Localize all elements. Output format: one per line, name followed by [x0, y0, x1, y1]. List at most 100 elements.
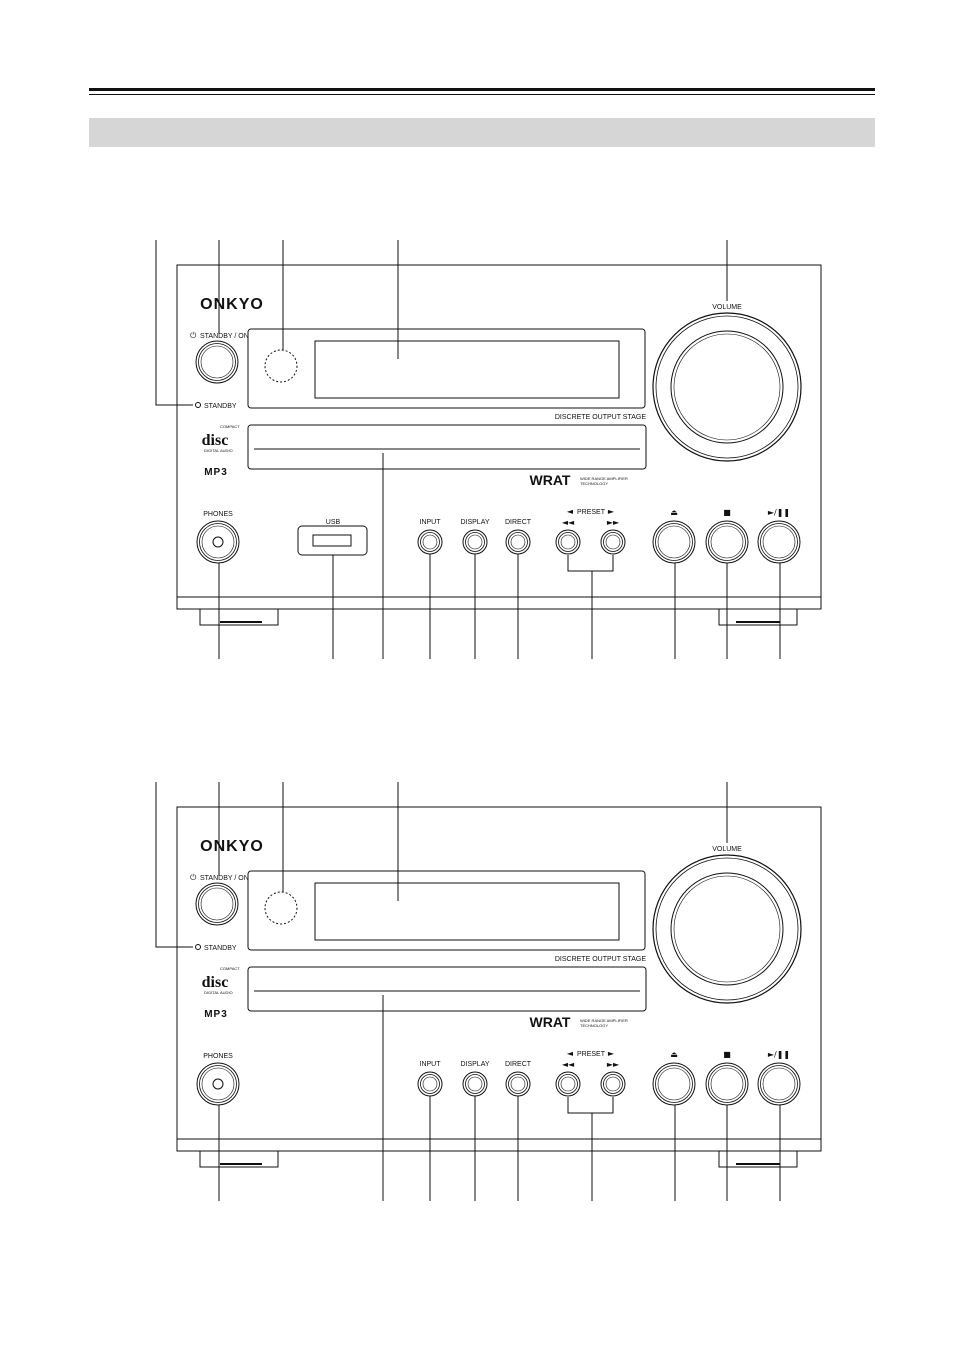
compact-label: COMPACT [220, 424, 240, 429]
header-rule [89, 88, 875, 91]
wrat-line2: TECHNOLOGY [580, 481, 608, 486]
eject-icon: ⏏ [670, 1050, 678, 1059]
remote-sensor [264, 891, 298, 925]
volume-label: VOLUME [712, 846, 742, 853]
input-label: INPUT [420, 519, 442, 526]
phones-label: PHONES [203, 1053, 233, 1060]
next-track-icon: ►► [607, 518, 620, 527]
wrat-logo: WRAT [530, 1014, 571, 1030]
phones-label: PHONES [203, 511, 233, 518]
digital-audio-label: DIGITAL AUDIO [204, 990, 233, 995]
display-window [247, 328, 646, 409]
remote-sensor [264, 349, 298, 383]
volume-knob[interactable] [652, 854, 802, 1004]
compact-disc-logo: disc [202, 974, 229, 991]
standby-indicator [195, 402, 201, 408]
preset-bracket [567, 555, 614, 572]
play-pause-icon: ►/❚❚ [768, 508, 790, 517]
standby-label: STANDBY [204, 403, 237, 410]
mp3-logo: MP3 [204, 1009, 228, 1020]
preset-right-arrow: ► [608, 507, 615, 516]
power-icon: ⏻ [190, 331, 197, 340]
next-track-icon: ►► [607, 1060, 620, 1069]
input-button[interactable] [417, 529, 443, 555]
usb-port[interactable] [312, 534, 352, 547]
display-screen [314, 340, 620, 399]
preset-left-arrow: ◄ [567, 507, 574, 516]
disc-tray[interactable] [247, 424, 647, 470]
preset-down-button[interactable] [555, 1071, 581, 1097]
preset-up-button[interactable] [600, 529, 626, 555]
wrat-logo: WRAT [530, 472, 571, 488]
input-label: INPUT [420, 1061, 442, 1068]
eject-button[interactable] [652, 520, 696, 564]
phones-jack[interactable] [196, 1062, 240, 1106]
digital-audio-label: DIGITAL AUDIO [204, 448, 233, 453]
wrat-line2: TECHNOLOGY [580, 1023, 608, 1028]
mp3-logo: MP3 [204, 467, 228, 478]
disc-tray[interactable] [247, 966, 647, 1012]
standby-label: STANDBY [204, 945, 237, 952]
previous-track-icon: ◄◄ [562, 518, 575, 527]
section-title-bar [89, 118, 875, 147]
display-label: DISPLAY [460, 1061, 489, 1068]
standby-on-button[interactable] [195, 340, 239, 384]
direct-label: DIRECT [505, 519, 532, 526]
usb-port-frame [297, 525, 368, 556]
left-foot [199, 1151, 279, 1168]
display-label: DISPLAY [460, 519, 489, 526]
right-foot [718, 1151, 798, 1168]
direct-label: DIRECT [505, 1061, 532, 1068]
play-pause-button[interactable] [757, 1062, 801, 1106]
phones-jack-hole [212, 536, 224, 548]
chassis [176, 806, 822, 1152]
direct-button[interactable] [505, 529, 531, 555]
display-window [247, 870, 646, 951]
power-icon: ⏻ [190, 873, 197, 882]
display-button[interactable] [462, 1071, 488, 1097]
discrete-output-label: DISCRETE OUTPUT STAGE [555, 956, 646, 963]
direct-button[interactable] [505, 1071, 531, 1097]
chassis [176, 264, 822, 610]
phones-jack-hole [212, 1078, 224, 1090]
right-foot [718, 609, 798, 626]
onkyo-logo: ONKYO [200, 838, 264, 855]
stop-button[interactable] [705, 520, 749, 564]
stop-button[interactable] [705, 1062, 749, 1106]
display-screen [314, 882, 620, 941]
compact-disc-logo: disc [202, 432, 229, 449]
volume-knob[interactable] [652, 312, 802, 462]
phones-jack[interactable] [196, 520, 240, 564]
preset-label: PRESET [577, 509, 606, 516]
preset-up-button[interactable] [600, 1071, 626, 1097]
display-button[interactable] [462, 529, 488, 555]
standby-indicator [195, 944, 201, 950]
play-pause-button[interactable] [757, 520, 801, 564]
onkyo-logo: ONKYO [200, 296, 264, 313]
wrat-line1: WIDE RANGE AMPLIFIER [580, 1018, 628, 1023]
front-panel-with-usb: ONKYO ⏻STANDBY / ON STANDBY DISCRETE OUTPUT… [155, 240, 822, 659]
preset-bracket [567, 1097, 614, 1114]
volume-label: VOLUME [712, 304, 742, 311]
preset-right-arrow: ► [608, 1049, 615, 1058]
discrete-output-label: DISCRETE OUTPUT STAGE [555, 414, 646, 421]
compact-label: COMPACT [220, 966, 240, 971]
preset-down-button[interactable] [555, 529, 581, 555]
wrat-line1: WIDE RANGE AMPLIFIER [580, 476, 628, 481]
previous-track-icon: ◄◄ [562, 1060, 575, 1069]
callout-standby-indicator [155, 782, 193, 948]
eject-button[interactable] [652, 1062, 696, 1106]
left-foot [199, 609, 279, 626]
input-button[interactable] [417, 1071, 443, 1097]
usb-label: USB [326, 519, 341, 526]
preset-left-arrow: ◄ [567, 1049, 574, 1058]
header-rule-thin [89, 94, 875, 95]
stop-icon: ■ [723, 508, 731, 517]
standby-on-button[interactable] [195, 882, 239, 926]
stop-icon: ■ [723, 1050, 731, 1059]
play-pause-icon: ►/❚❚ [768, 1050, 790, 1059]
eject-icon: ⏏ [670, 508, 678, 517]
callout-standby-indicator [155, 240, 193, 406]
standby-on-label: STANDBY / ON [200, 333, 249, 340]
